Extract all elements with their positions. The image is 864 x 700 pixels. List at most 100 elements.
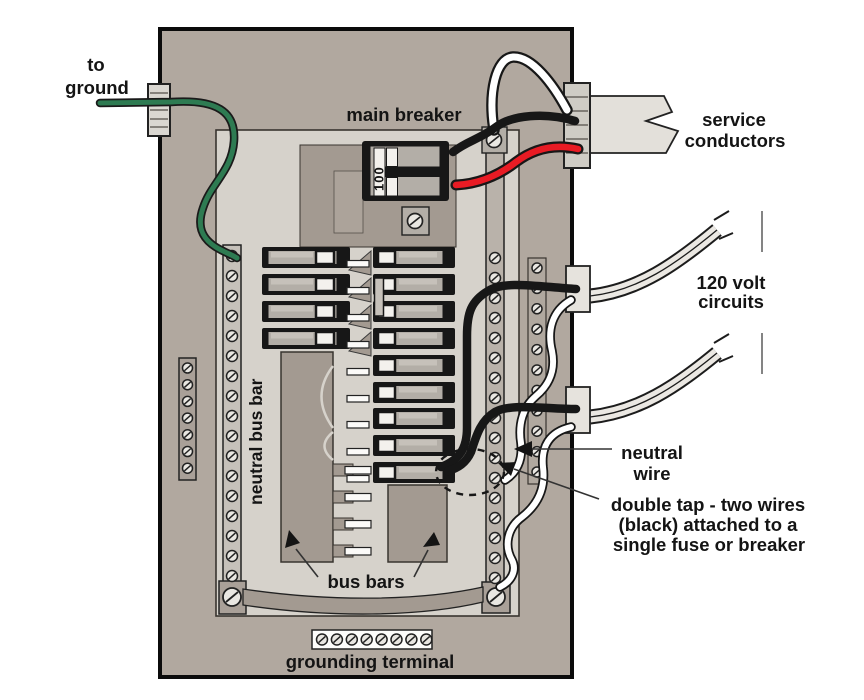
- spare-position-tab: [332, 517, 372, 531]
- label-bus-bars: bus bars: [327, 571, 404, 592]
- label-120-volt-1: 120 volt: [697, 272, 766, 293]
- screw-icon: [225, 329, 239, 343]
- screw-icon: [225, 509, 239, 523]
- circuit-breaker: [373, 247, 455, 268]
- label-double-tap-2: (black) attached to a: [619, 514, 799, 535]
- service-cable: [587, 95, 680, 154]
- main-breaker: 100: [362, 141, 449, 201]
- labels: to ground main breaker service conductor…: [65, 54, 805, 672]
- bus-tab: [346, 286, 370, 295]
- service-neutral-wire: [486, 51, 573, 136]
- bus-tab: [346, 259, 370, 268]
- screw-icon: [225, 549, 239, 563]
- screw-icon: [181, 395, 194, 408]
- branch-cable-lower: [589, 333, 763, 425]
- bonding-strap: [242, 586, 484, 615]
- annotation-leaders: [285, 441, 612, 578]
- spare-position-tab: [332, 463, 372, 477]
- circuit-breaker: [373, 382, 455, 403]
- double-pole-handle-tie: [373, 277, 385, 317]
- ground-wire: [95, 97, 242, 263]
- bus-bars-arrow-left: [285, 530, 300, 548]
- circuit-breaker: [262, 247, 350, 268]
- service-hot-wire-black: [448, 111, 580, 157]
- spare-breaker-tabs: [332, 463, 372, 558]
- double-tap-wire-2: [443, 402, 581, 476]
- bus-tab: [346, 420, 370, 429]
- neutral-branch-wire-upper: [500, 295, 576, 485]
- terminal-screws: [222, 131, 506, 607]
- circuit-breaker: [373, 408, 455, 429]
- screw-icon: [225, 429, 239, 443]
- bus-connection-tabs: [346, 259, 370, 483]
- screw-icon: [488, 491, 502, 505]
- screw-icon: [488, 311, 502, 325]
- label-120-volt-2: circuits: [698, 291, 764, 312]
- bus-tab: [346, 474, 370, 483]
- branch-cable-upper: [589, 210, 763, 304]
- screw-icon: [225, 289, 239, 303]
- screw-icon: [181, 362, 194, 374]
- screw-icon: [488, 471, 502, 485]
- circuit-breaker: [373, 328, 455, 349]
- bus-tab: [346, 313, 370, 322]
- screw-icon: [225, 489, 239, 503]
- screw-icon: [375, 633, 388, 646]
- label-double-tap-1: double tap - two wires: [611, 494, 805, 515]
- screw-icon: [225, 369, 239, 383]
- spare-position-tab: [332, 544, 372, 558]
- label-to-ground-1: to: [87, 54, 104, 75]
- bus-tab: [346, 367, 370, 376]
- circuit-breaker: [373, 462, 455, 483]
- circuit-breaker: [373, 301, 455, 322]
- label-to-ground-2: ground: [65, 77, 129, 98]
- spare-position-tab: [332, 490, 372, 504]
- double-tap-arrow: [498, 462, 516, 476]
- label-main-breaker: main breaker: [346, 104, 461, 125]
- screw-icon: [488, 251, 502, 265]
- screw-icon: [181, 445, 194, 458]
- label-neutral-wire-1: neutral: [621, 442, 683, 463]
- screw-icon: [225, 269, 239, 283]
- screw-icon: [488, 431, 502, 445]
- left-strip-screws: [181, 362, 194, 474]
- service-connector: [563, 82, 591, 169]
- bus-bar-left-plate: [280, 351, 335, 563]
- screw-icon: [488, 371, 502, 385]
- circuit-breaker: [262, 274, 350, 295]
- right-breaker-column: [373, 247, 455, 483]
- screw-icon: [488, 331, 502, 345]
- circuit-breaker: [373, 274, 455, 295]
- screw-icon: [360, 633, 373, 646]
- grounding-terminal-screws: [315, 633, 433, 646]
- screw-icon: [488, 571, 502, 585]
- screw-icon: [531, 262, 543, 274]
- screw-icon: [225, 469, 239, 483]
- screw-icon: [225, 309, 239, 323]
- main-breaker-rating-label: 100: [372, 166, 387, 191]
- bus-bars-arrow-right: [423, 532, 440, 547]
- screw-icon: [531, 425, 543, 437]
- screw-icon: [181, 429, 194, 441]
- left-breaker-column: [262, 247, 350, 349]
- bus-tab: [346, 394, 370, 403]
- screw-icon: [225, 349, 239, 363]
- bus-bar-right-plate: [387, 484, 448, 563]
- screw-icon: [488, 271, 502, 285]
- screw-icon: [315, 633, 329, 646]
- label-grounding-terminal: grounding terminal: [286, 651, 455, 672]
- label-double-tap-3: single fuse or breaker: [613, 534, 805, 555]
- circuit-breaker: [262, 301, 350, 322]
- circuit-breaker: [373, 355, 455, 376]
- screw-icon: [531, 303, 543, 315]
- circuit-breaker: [262, 328, 350, 349]
- screw-icon: [488, 531, 502, 545]
- screw-icon: [225, 389, 239, 403]
- circuit-breaker: [373, 435, 455, 456]
- screw-icon: [225, 569, 239, 583]
- bus-tab: [346, 447, 370, 456]
- screw-icon: [181, 378, 194, 391]
- screw-icon: [488, 551, 502, 565]
